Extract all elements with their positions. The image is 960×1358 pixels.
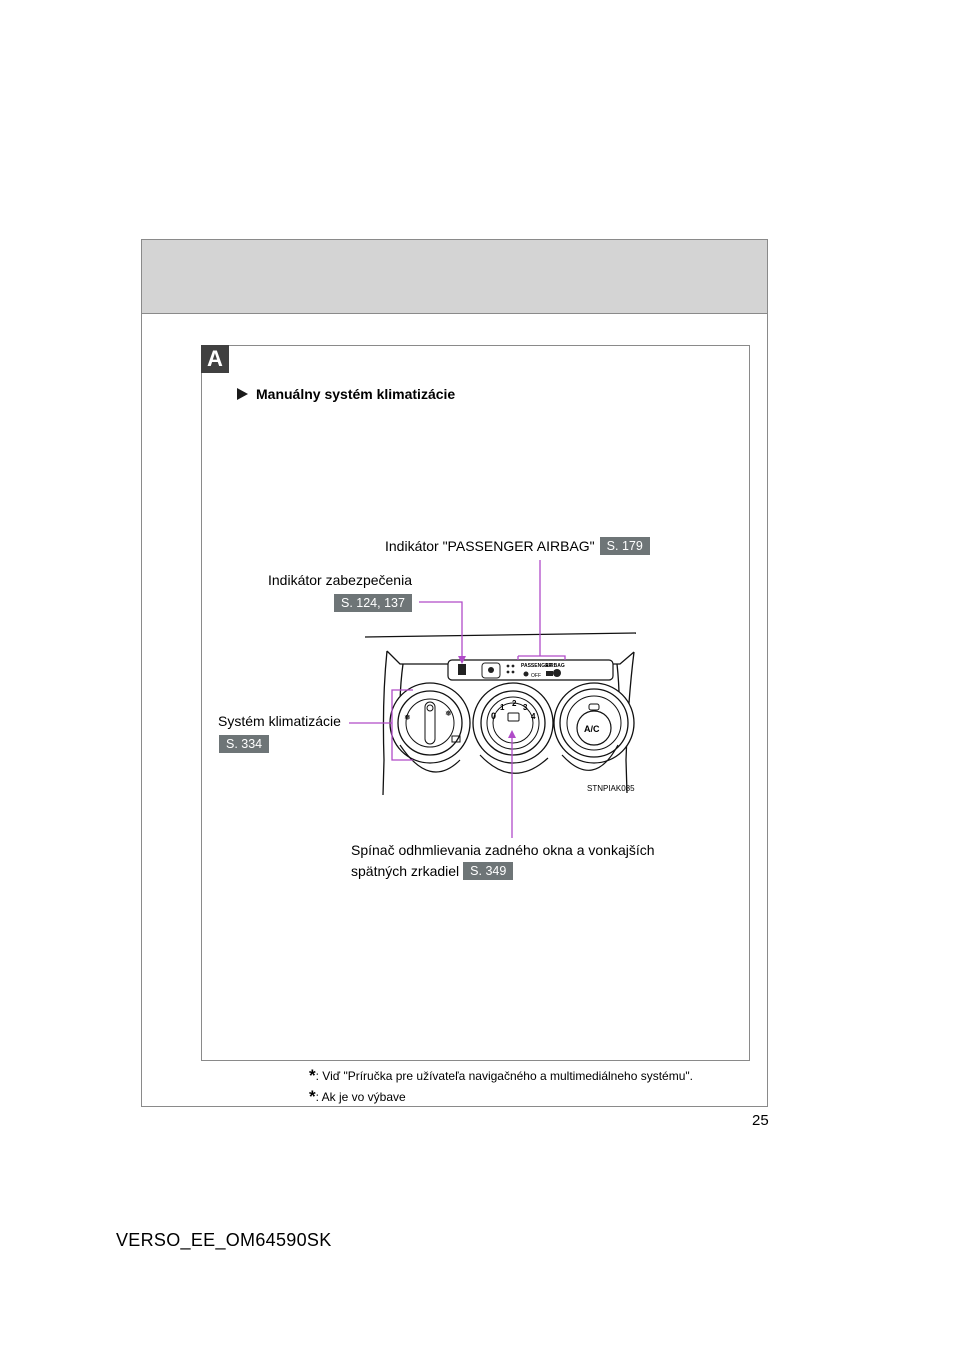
fan-3-text: 3 (523, 703, 528, 712)
section-heading: Manuálny systém klimatizácie (237, 386, 455, 402)
figure-code: STNPIAK085 (587, 784, 635, 793)
header-bar (142, 240, 767, 314)
svg-text:❅: ❅ (445, 709, 452, 718)
security-indicator-icon (458, 664, 466, 675)
svg-text:❅: ❅ (404, 713, 411, 722)
ac-button-text: A/C (584, 724, 600, 734)
climate-bracket (391, 689, 413, 761)
note-1: * : Viď "Príručka pre užívateľa navigačn… (309, 1066, 693, 1086)
climate-label: Systém klimatizácie (218, 713, 341, 729)
page-frame (141, 239, 768, 1107)
asterisk-marker: * (309, 1087, 316, 1106)
defogger-page-ref[interactable]: S. 349 (463, 862, 514, 880)
airbag-on-icon (553, 669, 561, 677)
section-letter: A (201, 345, 229, 373)
temperature-knob: ❅ ❅ (389, 682, 471, 764)
airbag-bracket (518, 655, 566, 660)
triangle-bullet-icon (237, 388, 248, 400)
fan-1-text: 1 (500, 703, 505, 712)
airbag-text: AIRBAG (545, 663, 565, 669)
defogger-label-line1: Spínač odhmlievania zadného okna a vonka… (351, 842, 655, 858)
callout-defogger: spätných zrkadiel S. 349 (351, 862, 514, 880)
security-page-ref[interactable]: S. 124, 137 (334, 594, 412, 612)
passenger-airbag-text: PASSENGER (521, 663, 552, 669)
airbag-off-text: OFF (531, 673, 541, 679)
callout-airbag: Indikátor "PASSENGER AIRBAG" S. 179 (385, 537, 650, 555)
page-number: 25 (752, 1112, 769, 1129)
heading-text: Manuálny systém klimatizácie (256, 386, 456, 402)
note-2: * : Ak je vo výbave (309, 1087, 406, 1107)
document-code: VERSO_EE_OM64590SK (116, 1230, 332, 1250)
dash-top-line (364, 632, 637, 638)
climate-page-ref[interactable]: S. 334 (219, 735, 270, 753)
fan-0-text: 0 (491, 711, 496, 721)
airbag-page-ref[interactable]: S. 179 (599, 537, 650, 555)
defogger-label-line2: spätných zrkadiel (351, 863, 460, 879)
security-leader (419, 601, 463, 660)
airbag-label: Indikátor "PASSENGER AIRBAG" (385, 538, 595, 554)
fan-2-text: 2 (512, 699, 517, 708)
security-label: Indikátor zabezpečenia (268, 572, 412, 588)
airbag-person-icon (523, 671, 529, 677)
fan-speed-knob: 0 1 2 3 4 (472, 682, 554, 764)
fan-4-text: 4 (531, 712, 536, 721)
note-2-text: : Ak je vo výbave (315, 1090, 406, 1104)
callout-lines (349, 560, 566, 838)
note-1-text: : Viď "Príručka pre užívateľa navigačnéh… (315, 1069, 693, 1083)
section-frame (201, 345, 750, 1061)
rear-defogger-button-icon (507, 712, 520, 722)
asterisk-marker: * (309, 1066, 316, 1085)
indicator-strip: PASSENGER AIRBAG OFF (447, 659, 614, 681)
air-outlet-knob: A/C (553, 682, 635, 764)
